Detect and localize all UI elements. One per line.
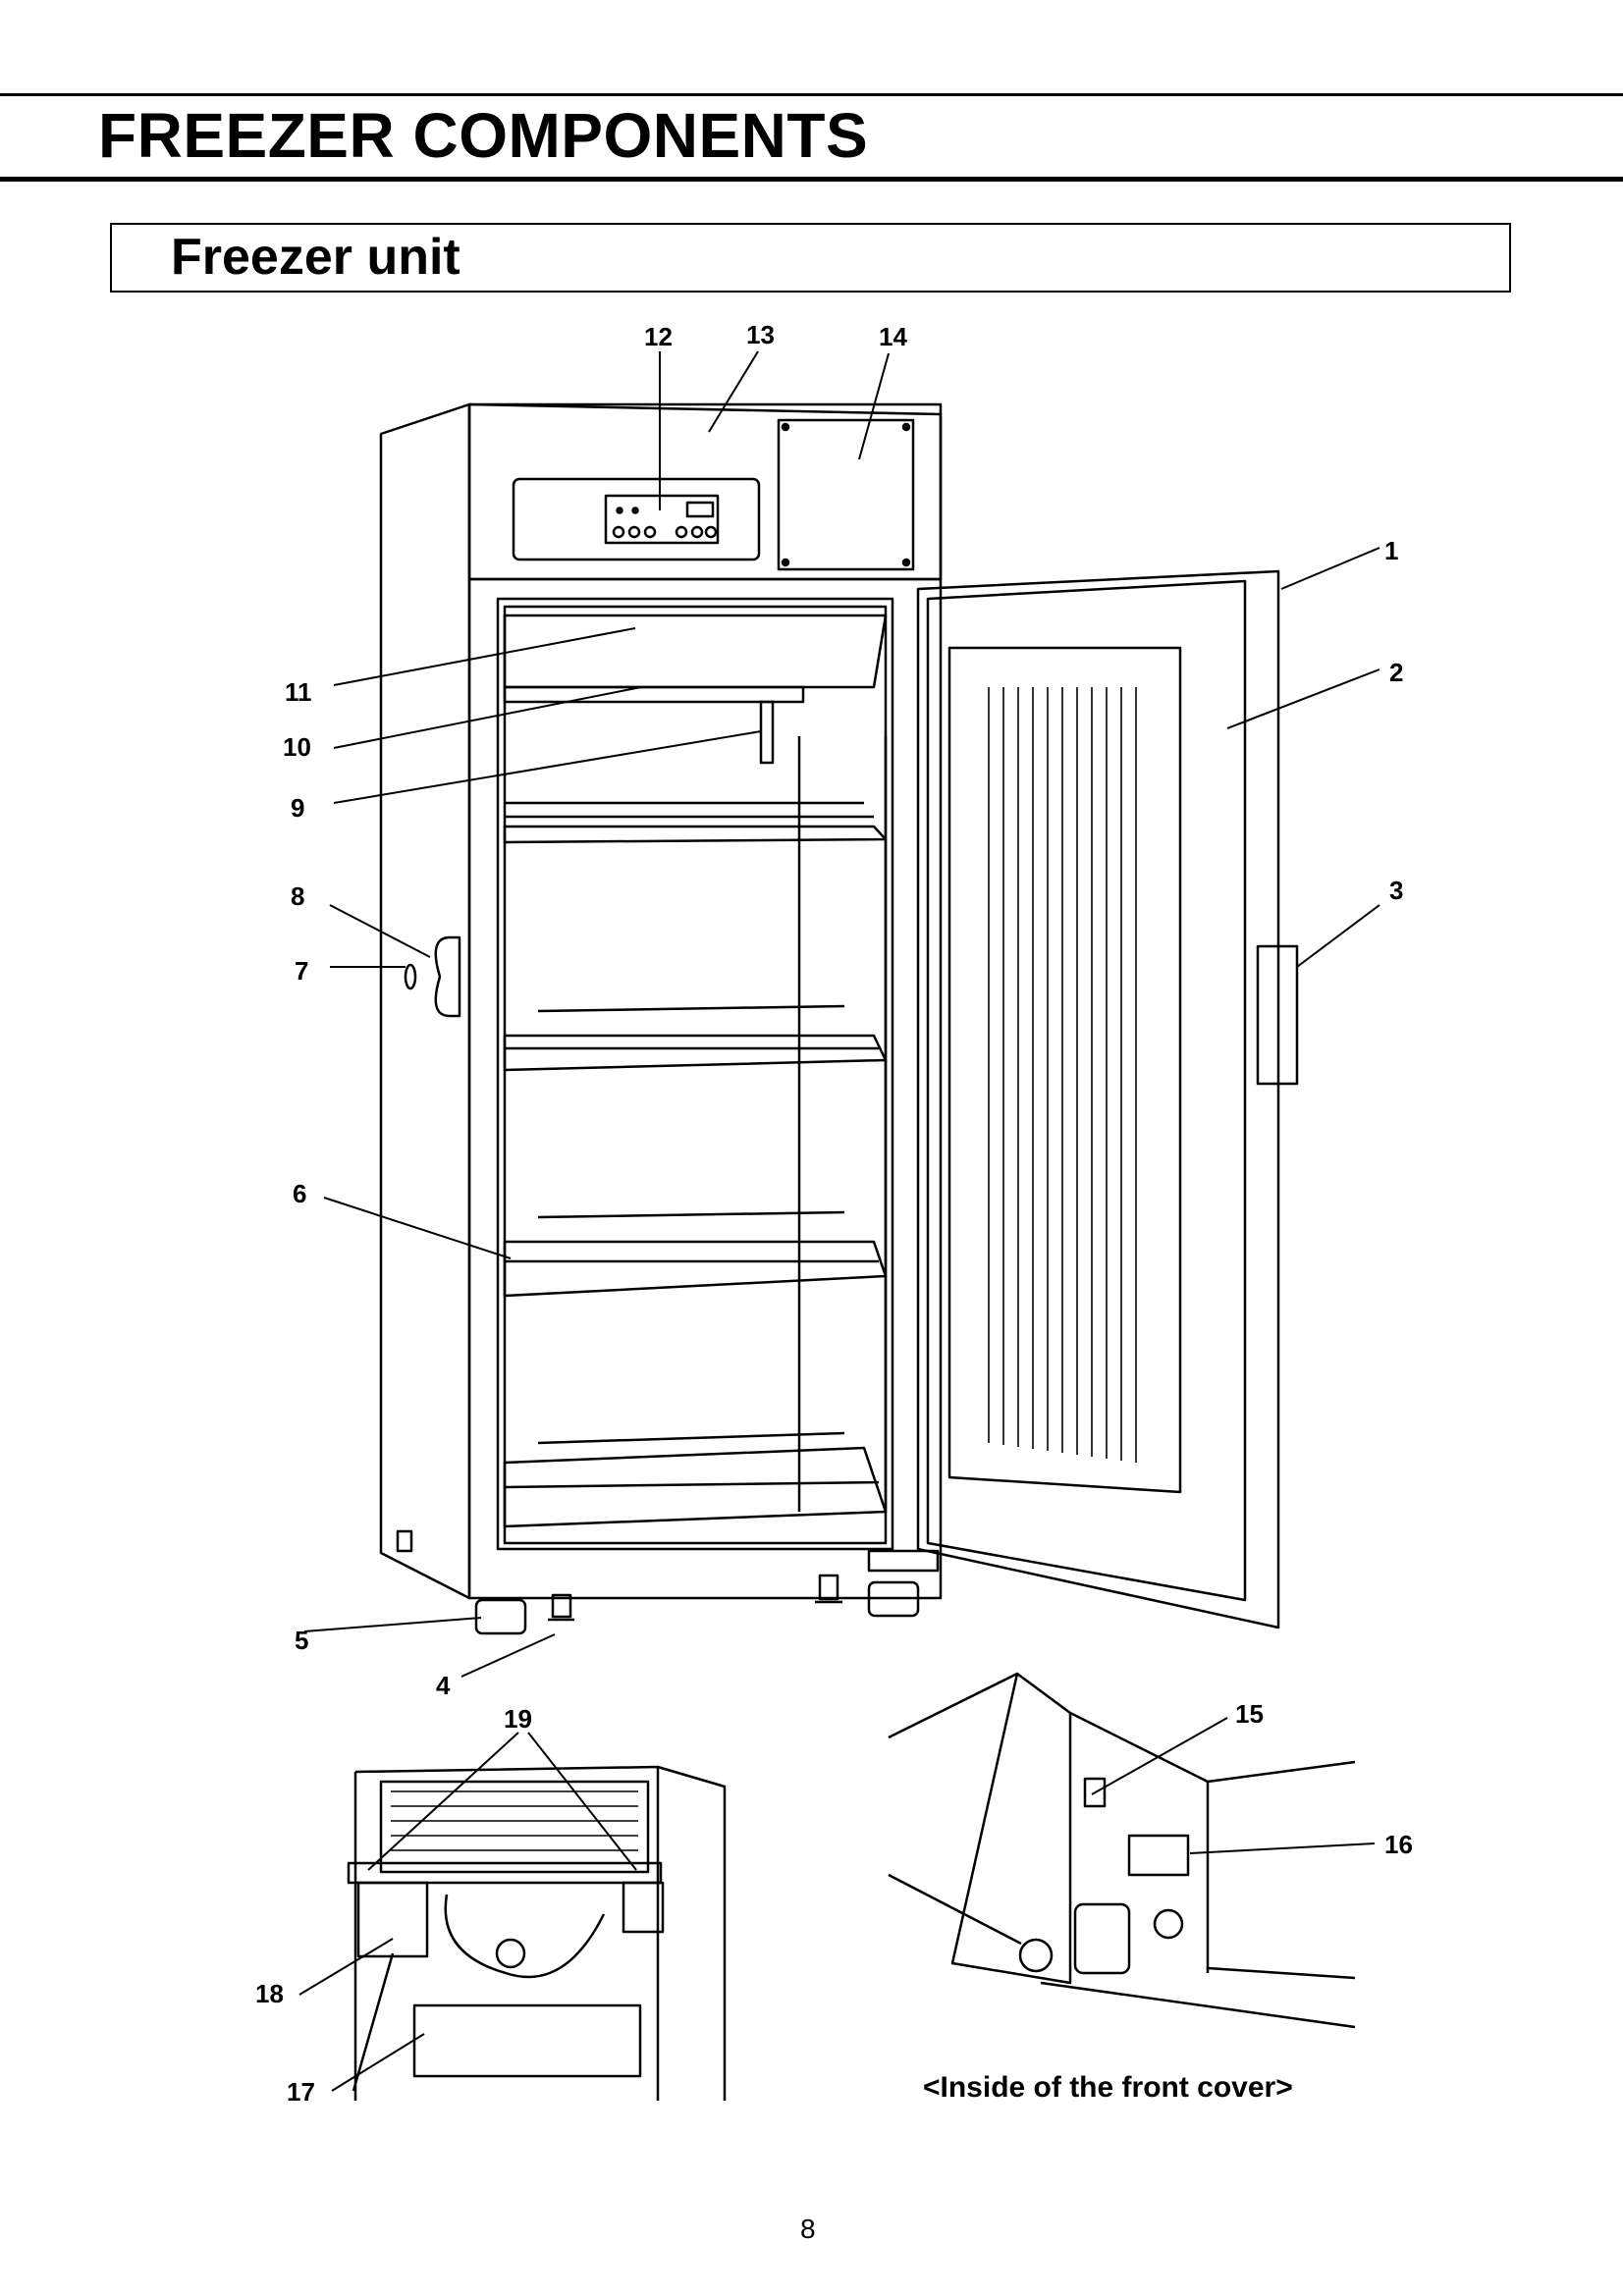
door-lock [404,935,461,1018]
header-rule-top [0,93,1623,96]
shelf-4 [503,1431,888,1528]
callout-3: 3 [1389,876,1403,905]
callout-10: 10 [283,732,311,762]
control-panel [512,477,761,561]
casters [396,1529,920,1635]
callout-4: 4 [436,1671,451,1700]
figure-caption: <Inside of the front cover> [923,2071,1293,2104]
callout-17: 17 [287,2077,315,2107]
page-number: 8 [800,2214,816,2244]
shelf-1 [503,801,888,844]
freezer-door [867,569,1299,1629]
door-handle [1256,944,1299,1086]
callout-1: 1 [1384,536,1398,565]
leader-lines [298,350,1380,2092]
section-title: Freezer unit [171,229,460,286]
shelf-2 [503,1004,888,1072]
header-rule-bottom [0,177,1623,182]
front-cover-inside-illustration [888,1672,1356,2029]
callout-13: 13 [746,320,775,349]
freezer-cabinet [379,402,943,1635]
section-heading-box: Freezer unit [110,223,1511,293]
callout-6: 6 [293,1179,306,1208]
callout-9: 9 [291,793,304,823]
shelf-3 [503,1210,888,1298]
callout-labels: 1 2 3 4 5 6 7 8 9 10 11 12 13 14 15 16 1… [255,320,1413,2107]
callout-15: 15 [1235,1699,1264,1729]
callout-19: 19 [504,1704,532,1734]
callout-12: 12 [644,322,673,351]
callout-5: 5 [295,1626,308,1655]
page-title: FREEZER COMPONENTS [98,100,869,171]
access-panel [777,418,915,571]
rear-view-illustration [347,1765,727,2101]
callout-2: 2 [1389,658,1403,687]
callout-18: 18 [255,1979,284,2008]
callout-11: 11 [285,677,312,707]
callout-16: 16 [1384,1830,1413,1859]
callout-8: 8 [291,881,304,911]
callout-14: 14 [879,322,907,351]
callout-7: 7 [295,956,308,986]
